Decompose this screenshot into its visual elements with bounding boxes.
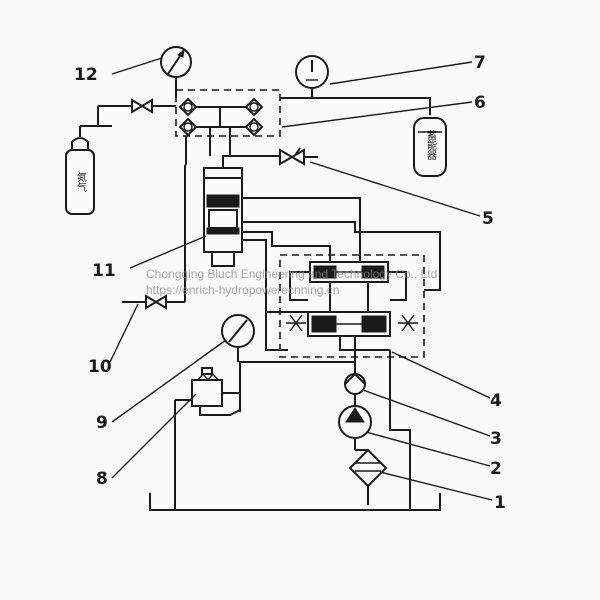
solenoid-left xyxy=(286,314,306,332)
check-valve-tr xyxy=(244,97,264,117)
accumulator-label: 蓄能器 xyxy=(425,130,437,161)
pipe-to-valve5 xyxy=(222,155,280,158)
check-valve xyxy=(344,350,366,406)
pipe-cyl-low xyxy=(243,231,331,262)
accumulator-line xyxy=(280,97,431,115)
label-3: 3 xyxy=(490,429,502,449)
nitrogen-bottle: 氮气 xyxy=(65,125,98,215)
pipe-cyl-bottom xyxy=(243,239,308,313)
check-valve-br xyxy=(244,117,264,137)
gas-inlet-valve xyxy=(131,98,176,114)
return-line xyxy=(389,350,411,510)
stop-valve xyxy=(279,147,318,166)
label-5: 5 xyxy=(482,209,494,229)
label-12: 12 xyxy=(74,65,98,85)
pipe-cyl-mid xyxy=(243,221,441,291)
filter xyxy=(348,448,388,505)
pipe-to-base xyxy=(265,312,288,351)
label-6: 6 xyxy=(474,93,486,113)
relief-valve xyxy=(175,367,241,416)
supply-line xyxy=(239,361,355,378)
label-2: 2 xyxy=(490,459,502,479)
label-1: 1 xyxy=(494,493,506,513)
oil-tank xyxy=(149,493,441,511)
pressure-gauge-upper xyxy=(160,46,192,98)
solenoid-valve-assembly xyxy=(279,254,425,358)
check-valve-bl xyxy=(178,117,198,137)
hydraulic-cylinder xyxy=(203,158,243,267)
watermark-url: https://enrich-hydropowerecnning.cn xyxy=(146,283,339,297)
nitrogen-bottle-label: 氮气 xyxy=(75,171,87,192)
label-8: 8 xyxy=(96,469,108,489)
gas-line-bottle xyxy=(97,106,112,127)
label-9: 9 xyxy=(96,413,108,433)
pressure-gauge-right xyxy=(295,55,329,98)
solenoid-right xyxy=(398,314,418,332)
pressure-gauge-lower xyxy=(221,314,255,362)
check-valve-tl xyxy=(178,97,198,117)
accumulator: 蓄能器 xyxy=(413,117,447,177)
drain-valve xyxy=(122,165,186,310)
check-valve-block xyxy=(175,89,281,165)
label-4: 4 xyxy=(490,391,502,411)
watermark: Chongqing Bluch Engineering and Technolo… xyxy=(146,267,437,297)
hydraulic-pump xyxy=(338,405,372,451)
number-labels: 12 7 6 5 11 10 9 8 4 3 2 1 xyxy=(74,53,506,513)
label-7: 7 xyxy=(474,53,486,73)
pipe-cyl-top xyxy=(243,197,361,262)
watermark-company: Chongqing Bluch Engineering and Technolo… xyxy=(146,267,437,281)
label-10: 10 xyxy=(88,357,112,377)
label-11: 11 xyxy=(92,261,116,281)
leader-lines xyxy=(109,57,493,501)
